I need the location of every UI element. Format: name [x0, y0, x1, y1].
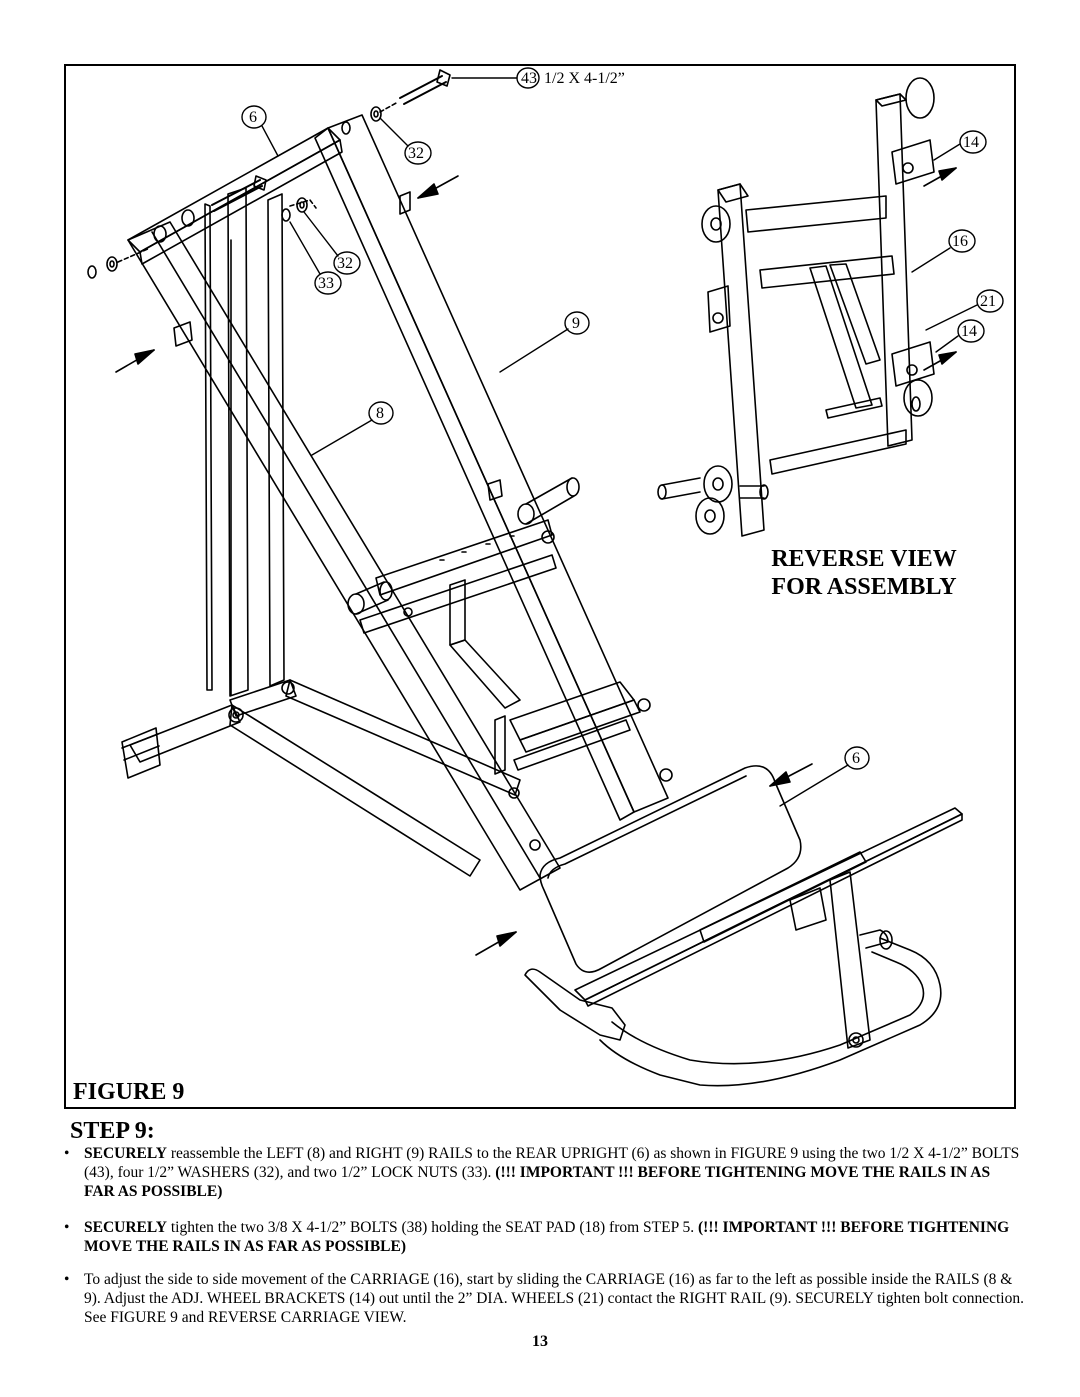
footplate — [524, 807, 963, 1041]
callout-33: 33 — [318, 275, 334, 292]
bullet-dot: • — [64, 1271, 70, 1288]
callout-14-top: 14 — [963, 134, 979, 151]
step-label: STEP 9: — [70, 1118, 155, 1144]
instruction-1-lead: SECURELY — [84, 1145, 167, 1162]
callout-8: 8 — [376, 405, 384, 422]
instruction-2: • SECURELY tighten the two 3/8 X 4-1/2” … — [64, 1218, 1024, 1256]
cross-bar — [359, 519, 557, 634]
figure-label: FIGURE 9 — [73, 1079, 185, 1105]
reverse-view-line1: REVERSE VIEW — [771, 546, 957, 572]
callout-43: 43 — [521, 70, 537, 87]
callout-14-bottom: 14 — [961, 323, 977, 340]
instruction-1: • SECURELY reassemble the LEFT (8) and R… — [64, 1144, 1024, 1201]
callout-43-spec: 1/2 X 4-1/2” — [544, 70, 625, 87]
page-number: 13 — [532, 1333, 548, 1350]
bolt-43-exploded — [399, 69, 451, 105]
washers-and-nuts — [87, 101, 399, 279]
callout-6-bottom: 6 — [852, 750, 860, 767]
callout-6-top: 6 — [249, 109, 257, 126]
callout-leaders — [241, 67, 1004, 807]
instruction-2-lead: SECURELY — [84, 1219, 167, 1236]
rear-upright-6 — [127, 127, 343, 697]
reverse-view-line2: FOR ASSEMBLY — [771, 574, 957, 600]
bolt-inserted-upright — [211, 175, 267, 212]
callout-21: 21 — [980, 293, 996, 310]
callout-32-mid: 32 — [337, 255, 353, 272]
reverse-carriage — [657, 77, 935, 537]
bullet-dot: • — [64, 1145, 70, 1162]
callout-32-top: 32 — [408, 145, 424, 162]
instruction-3: • To adjust the side to side movement of… — [64, 1270, 1024, 1327]
left-rail-8 — [127, 221, 561, 891]
figure-frame — [64, 64, 1016, 1109]
instruction-1-warning: (!!! IMPORTANT !!! BEFORE TIGHTENING MOV… — [84, 1164, 991, 1200]
base-frame — [121, 679, 521, 877]
instruction-1-text: reassemble the LEFT (8) and RIGHT (9) RA… — [84, 1145, 1020, 1181]
callout-16: 16 — [952, 233, 968, 250]
reverse-view-title: REVERSE VIEW FOR ASSEMBLY — [766, 545, 962, 601]
assembly-arrows — [115, 167, 957, 956]
instruction-2-warning: (!!! IMPORTANT !!! BEFORE TIGHTENING MOV… — [84, 1219, 1010, 1255]
carriage-plate — [403, 530, 673, 851]
weight-horns — [347, 477, 580, 615]
instruction-3-text: To adjust the side to side movement of t… — [84, 1271, 1024, 1326]
instruction-2-text: tighten the two 3/8 X 4-1/2” BOLTS (38) … — [167, 1219, 699, 1236]
bracket-tabs — [173, 191, 503, 501]
bullet-dot: • — [64, 1219, 70, 1236]
callout-9: 9 — [572, 315, 580, 332]
seat-pad-18 — [539, 765, 802, 973]
front-base — [599, 871, 942, 1087]
